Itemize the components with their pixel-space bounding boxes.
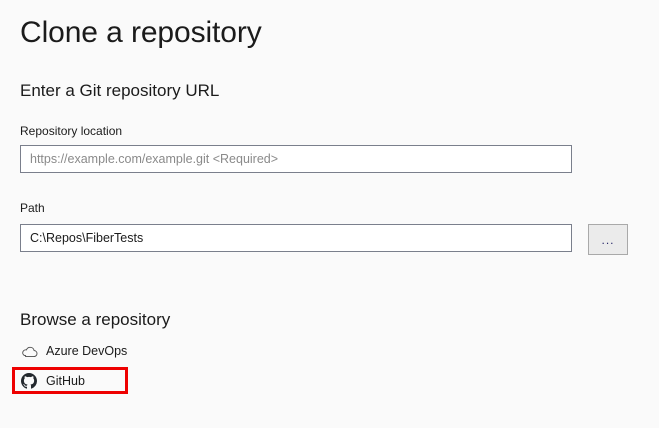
provider-item-github[interactable]: GitHub: [20, 370, 85, 392]
cloud-icon: [20, 342, 38, 360]
repository-location-label: Repository location: [20, 124, 123, 138]
browse-section-heading: Browse a repository: [20, 310, 171, 329]
path-input[interactable]: [20, 224, 572, 252]
provider-label-azure-devops: Azure DevOps: [46, 344, 128, 358]
url-section-heading: Enter a Git repository URL: [20, 81, 220, 100]
github-icon: [20, 372, 38, 390]
path-label: Path: [20, 201, 45, 215]
page-title: Clone a repository: [20, 16, 262, 49]
provider-label-github: GitHub: [46, 374, 85, 388]
repository-location-input[interactable]: [20, 145, 572, 173]
provider-item-azure-devops[interactable]: Azure DevOps: [20, 340, 127, 362]
browse-path-button[interactable]: ...: [588, 224, 628, 255]
